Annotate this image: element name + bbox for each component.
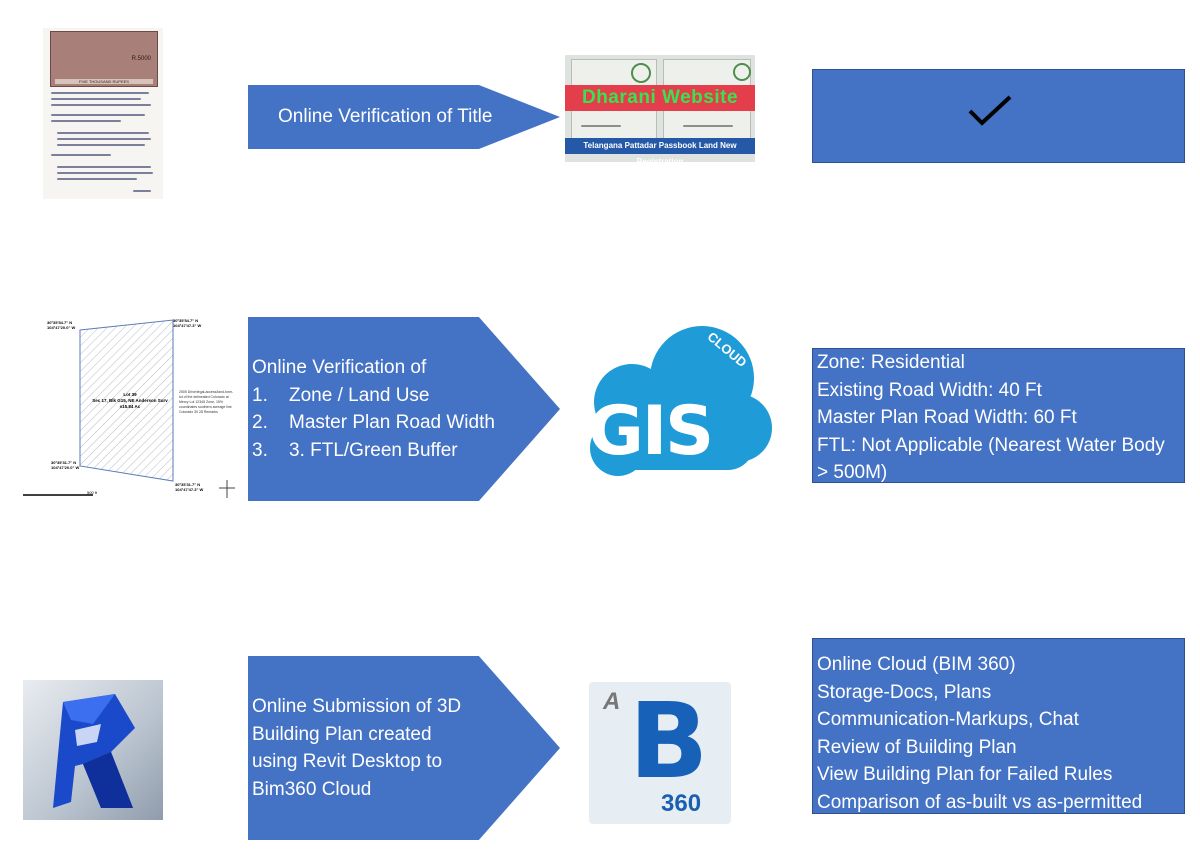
zone-verification-heading: Online Verification of xyxy=(252,357,427,378)
bim-number: 360 xyxy=(661,790,702,817)
survey-corner-tr: 30°35'54.7" N 104°47'47.3" W xyxy=(173,318,202,328)
bim-letter: B xyxy=(629,682,709,802)
survey-note: 2505 Drive/legal-access/land-form-lot of… xyxy=(179,390,234,414)
revit-r-icon xyxy=(53,694,135,808)
bim360-details-box: Online Cloud (BIM 360) Storage-Docs, Pla… xyxy=(812,638,1185,814)
zone-verification-list: 1.Zone / Land Use 2.Master Plan Road Wid… xyxy=(252,382,560,465)
dharani-website-image: Dharani Website Telangana Pattadar Passb… xyxy=(565,55,755,162)
plan-submission-text: Online Submission of 3D Building Plan cr… xyxy=(252,696,462,800)
gis-cloud-logo: GIS CLOUD xyxy=(578,320,778,485)
stamp-paper: R.5000 FIVE THOUSAND RUPEES xyxy=(50,31,158,87)
survey-corner-br: 30°35'31.7" N 104°47'47.3" W xyxy=(175,482,204,492)
dharani-caption: Telangana Pattadar Passbook Land New Reg… xyxy=(565,138,755,162)
zone-detail-line: FTL: Not Applicable (Nearest Water Body … xyxy=(817,434,1165,484)
zone-details-box: Zone: Residential Existing Road Width: 4… xyxy=(812,348,1185,483)
stamp-footer: FIVE THOUSAND RUPEES xyxy=(55,79,153,84)
bim-detail-line: Comparison of as-built vs as-permitted xyxy=(817,791,1143,813)
stamp-value: R.5000 xyxy=(131,56,151,62)
survey-corner-bl: 30°35'31.7" N 104°47'20.0" W xyxy=(51,460,80,470)
zone-detail-line: Master Plan Road Width: 60 Ft xyxy=(817,407,1077,428)
autodesk-a-icon: A xyxy=(603,688,621,715)
title-deed-image: R.5000 FIVE THOUSAND RUPEES xyxy=(43,28,163,199)
passbook-emblem-icon xyxy=(631,63,651,83)
gis-text: GIS xyxy=(588,392,714,471)
bim-detail-line: Review of Building Plan xyxy=(817,736,1017,758)
bim-detail-line: View Building Plan for Failed Rules xyxy=(817,764,1113,785)
survey-scale-label: 500 ft xyxy=(87,490,98,495)
list-item: 2.Master Plan Road Width xyxy=(252,412,495,433)
dharani-banner: Dharani Website xyxy=(565,85,755,111)
zone-verification-arrow: Online Verification of 1.Zone / Land Use… xyxy=(248,317,560,501)
plan-submission-arrow: Online Submission of 3D Building Plan cr… xyxy=(248,656,560,840)
bim-detail-line: Online Cloud (BIM 360) xyxy=(817,654,1016,675)
title-verification-text: Online Verification of Title xyxy=(278,106,493,128)
revit-logo xyxy=(23,680,163,820)
title-result-box xyxy=(812,69,1185,163)
title-verification-arrow: Online Verification of Title xyxy=(248,85,560,149)
cloud-icon xyxy=(590,326,772,476)
bim-detail-line: Communication-Markups, Chat xyxy=(817,709,1079,730)
survey-parcel-shape xyxy=(23,319,235,498)
checkmark-icon xyxy=(968,95,1012,126)
bim-detail-line: Storage-Docs, Plans xyxy=(817,681,992,703)
passbook-emblem-icon xyxy=(733,63,751,81)
bim360-logo: A B 360 xyxy=(589,682,731,824)
survey-corner-tl: 30°35'54.7" N 104°47'20.0" W xyxy=(47,320,76,330)
zone-detail-line: Zone: Residential xyxy=(817,352,965,373)
survey-lot-label: Lot 39 Sec 17, Blk G15, NE Anderson Surv… xyxy=(92,392,168,409)
list-item: 3.3. FTL/Green Buffer xyxy=(252,439,458,461)
zone-detail-line: Existing Road Width: 40 Ft xyxy=(817,379,1042,401)
survey-plat-image: 30°35'54.7" N 104°47'20.0" W 30°35'54.7"… xyxy=(23,318,238,503)
list-item: 1.Zone / Land Use xyxy=(252,384,430,406)
